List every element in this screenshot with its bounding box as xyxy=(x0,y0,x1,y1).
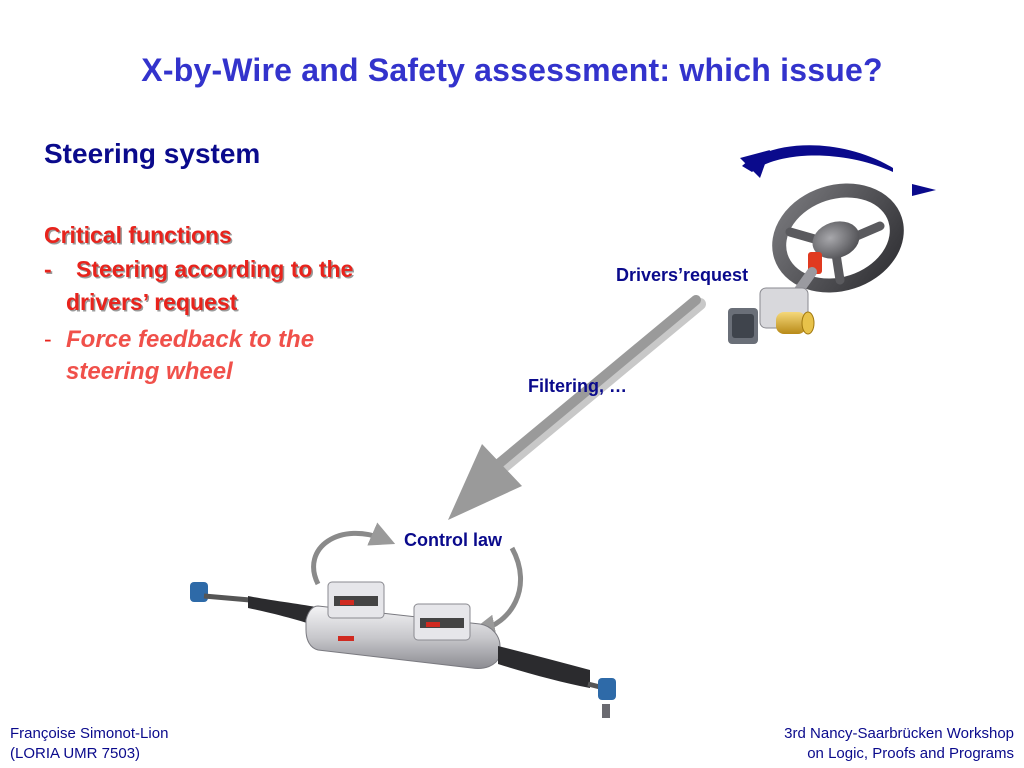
footer-author-affiliation: (LORIA UMR 7503) xyxy=(10,745,141,762)
bullet-dash: - xyxy=(44,326,52,352)
footer-author: Françoise Simonot-Lion (LORIA UMR 7503) xyxy=(10,724,168,764)
footer-event-line2: on Logic, Proofs and Programs xyxy=(807,745,1014,762)
slide-title: X-by-Wire and Safety assessment: which i… xyxy=(141,52,883,88)
steering-rack-image xyxy=(190,581,616,718)
slide-subtitle: Steering system xyxy=(44,138,261,169)
filtering-arrow xyxy=(448,295,706,520)
bullet-steering-line2: drivers’ request xyxy=(66,289,238,315)
filtering-label: Filtering, … xyxy=(528,376,627,396)
bullet-force-feedback: Force feedback to the steering wheel xyxy=(66,326,315,385)
rotation-arrow-icon xyxy=(740,145,936,196)
drivers-request-label: Drivers’request xyxy=(616,265,749,285)
bullet-dash: - xyxy=(44,256,52,282)
footer-event: 3rd Nancy-Saarbrücken Workshop on Logic,… xyxy=(784,724,1014,764)
steering-wheel-image xyxy=(728,183,904,344)
footer-author-name: Françoise Simonot-Lion xyxy=(10,725,169,742)
bullet-steering-line1: Steering according to the xyxy=(76,256,354,282)
control-law-label: Control law xyxy=(404,530,502,550)
critical-functions-heading: Critical functions xyxy=(44,222,232,248)
footer-event-line1: 3rd Nancy-Saarbrücken Workshop xyxy=(784,725,1014,742)
